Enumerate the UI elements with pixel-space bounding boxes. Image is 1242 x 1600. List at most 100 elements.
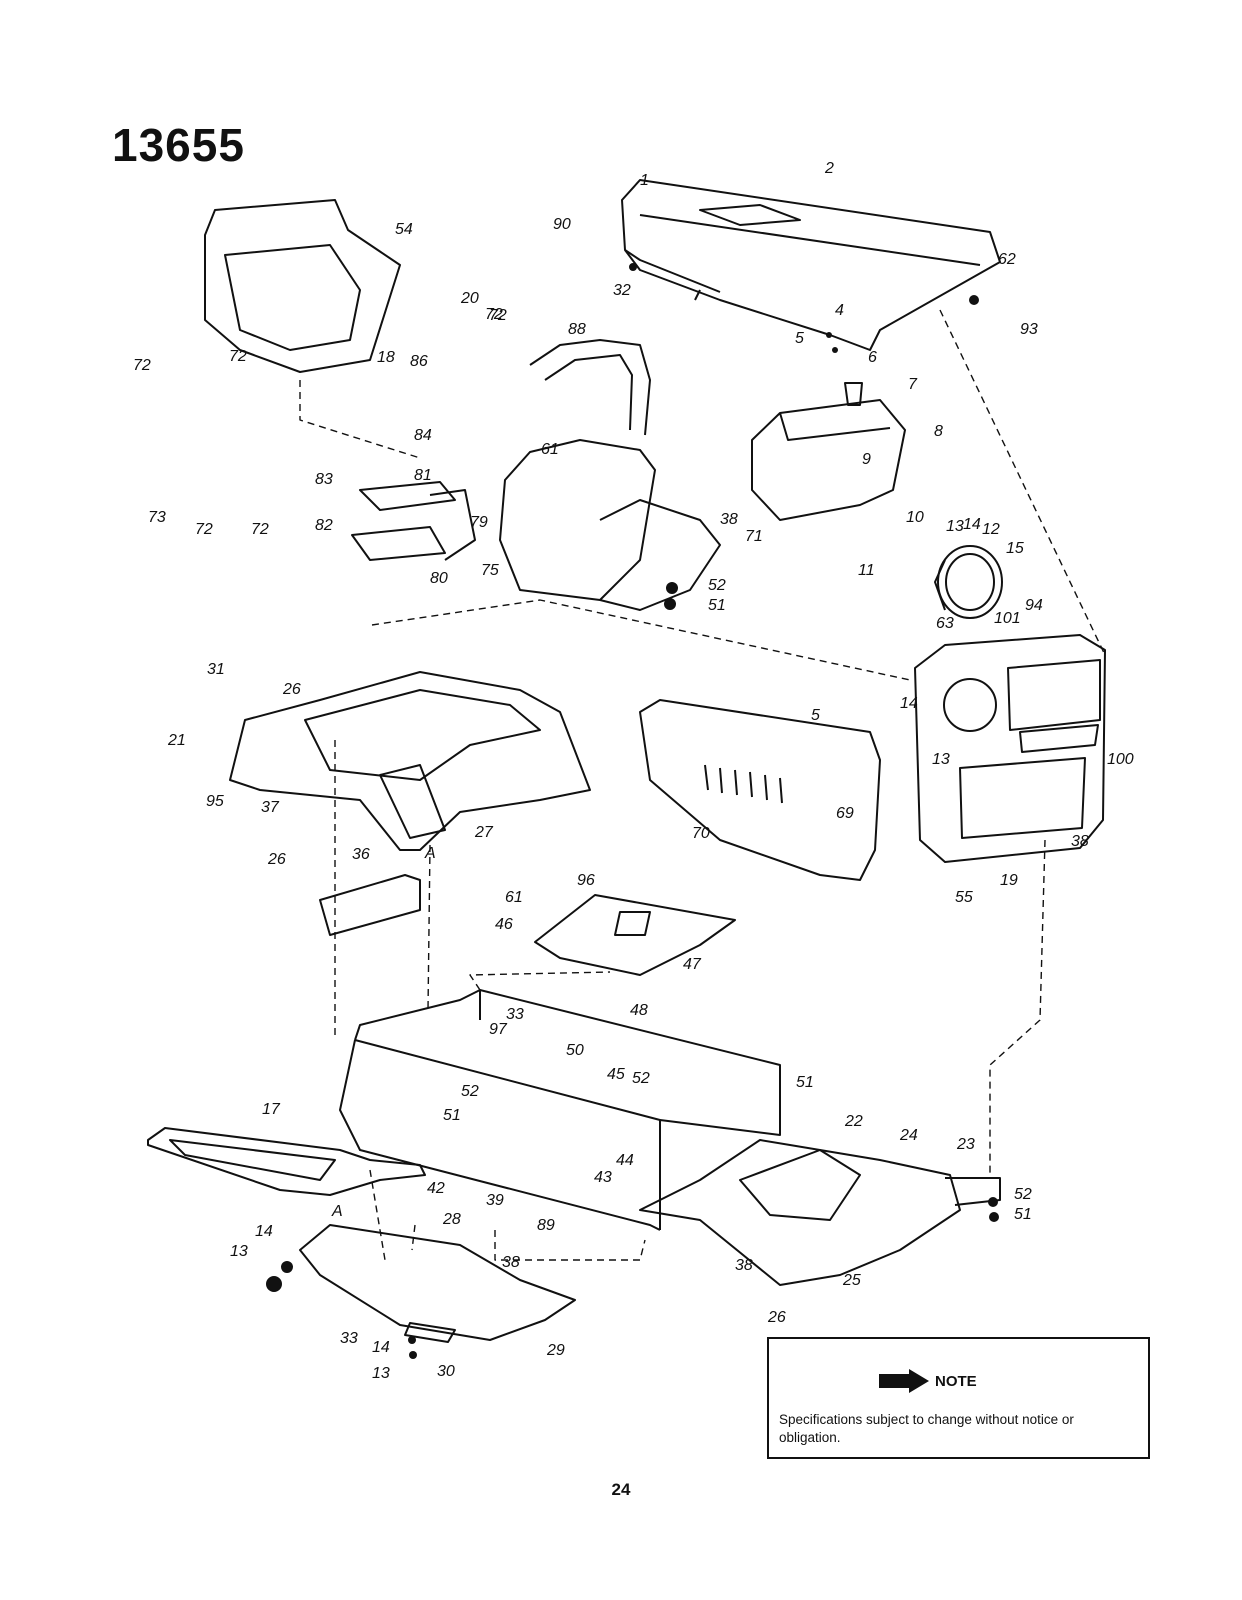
callout-label: 13 (932, 751, 950, 768)
callout-label: 72 (133, 357, 151, 374)
callout-label: 93 (1020, 321, 1038, 338)
callout-label: 51 (796, 1074, 814, 1091)
seat-bracket-part (351, 481, 476, 561)
callout-label: 51 (443, 1107, 461, 1124)
grille-housing-part (914, 634, 1106, 863)
callout-label: 6 (868, 349, 877, 366)
hood-part (621, 179, 1001, 351)
callout-label: 52 (461, 1083, 479, 1100)
callout-label: 63 (936, 615, 954, 632)
callout-label: 17 (262, 1101, 280, 1118)
callout-label: 26 (283, 681, 301, 698)
callout-label: 82 (315, 517, 333, 534)
callout-label: 81 (414, 467, 432, 484)
callout-label: 83 (315, 471, 333, 488)
callout-label: 89 (537, 1217, 555, 1234)
callout-label: 72 (485, 306, 503, 323)
callout-label: 51 (1014, 1206, 1032, 1223)
callout-label: 51 (708, 597, 726, 614)
callout-label: 1 (640, 172, 649, 189)
callout-label: 52 (1014, 1186, 1032, 1203)
callout-label: 39 (486, 1192, 504, 1209)
callout-label: 38 (1071, 833, 1089, 850)
hardware-fasteners (266, 263, 999, 1359)
callout-label: 10 (906, 509, 924, 526)
callout-label: 54 (395, 221, 413, 238)
callout-label: 13 (230, 1243, 248, 1260)
callout-label: 38 (735, 1257, 753, 1274)
floor-plate-part (299, 1224, 576, 1343)
callout-label: 26 (268, 851, 286, 868)
callout-label: 14 (963, 516, 981, 533)
callout-label: 72 (195, 521, 213, 538)
callout-label: A (332, 1203, 343, 1220)
model-number: 13655 (112, 119, 245, 171)
callout-label: 30 (437, 1363, 455, 1380)
callout-label: 42 (427, 1180, 445, 1197)
callout-label: 20 (461, 290, 479, 307)
callout-label: 12 (982, 521, 1000, 538)
arrow-right-icon (879, 1369, 929, 1393)
callout-label: 69 (836, 805, 854, 822)
callout-label: 75 (481, 562, 499, 579)
callout-label: 15 (1006, 540, 1024, 557)
headlight-part (934, 545, 1003, 619)
callout-label: 96 (577, 872, 595, 889)
callout-label: 36 (352, 846, 370, 863)
callout-label: 52 (708, 577, 726, 594)
support-bracket-part (319, 874, 421, 936)
callout-label: 14 (372, 1339, 390, 1356)
mount-plate-part (534, 894, 736, 976)
callout-label: 4 (835, 302, 844, 319)
callout-label: 26 (768, 1309, 786, 1326)
callout-label: 86 (410, 353, 428, 370)
callout-label: 43 (594, 1169, 612, 1186)
callout-label: 38 (502, 1254, 520, 1271)
callout-label: 72 (251, 521, 269, 538)
note-header: NOTE (879, 1369, 977, 1393)
callout-label: 100 (1107, 751, 1134, 768)
callout-label: 79 (470, 514, 488, 531)
seat-part (204, 199, 401, 373)
callout-label: 27 (475, 824, 493, 841)
callout-label: 94 (1025, 597, 1043, 614)
callout-label: 48 (630, 1002, 648, 1019)
callout-label: 61 (541, 441, 559, 458)
callout-label: 45 (607, 1066, 625, 1083)
callout-label: 73 (148, 509, 166, 526)
callout-label: 88 (568, 321, 586, 338)
footrest-part (147, 1127, 426, 1196)
callout-label: 21 (168, 732, 186, 749)
callout-label: 70 (692, 825, 710, 842)
callout-label: 95 (206, 793, 224, 810)
callout-label: 38 (720, 511, 738, 528)
callout-label: 14 (255, 1223, 273, 1240)
note-title: NOTE (935, 1372, 977, 1390)
dash-console-part (499, 339, 721, 611)
callout-label: 72 (229, 348, 247, 365)
callout-label: 37 (261, 799, 279, 816)
callout-label: 9 (862, 451, 871, 468)
callout-label: 11 (858, 562, 875, 579)
callout-label: 14 (900, 695, 918, 712)
page-number: 24 (611, 1480, 631, 1499)
leader-lines (299, 309, 1106, 1261)
callout-label: 52 (632, 1070, 650, 1087)
callout-label: 90 (553, 216, 571, 233)
callout-label: 2 (825, 160, 834, 177)
callout-label: 46 (495, 916, 513, 933)
callout-label: 50 (566, 1042, 584, 1059)
callout-label: 24 (900, 1127, 918, 1144)
callout-label: 33 (340, 1330, 358, 1347)
callout-label: 33 (506, 1006, 524, 1023)
callout-label: 72 (489, 307, 507, 324)
callout-label: 25 (843, 1272, 861, 1289)
main-frame-part (339, 989, 1001, 1286)
callout-label: 80 (430, 570, 448, 587)
callout-label: A (425, 845, 436, 862)
note-text: Specifications subject to change without… (779, 1412, 1074, 1445)
callout-label: 62 (998, 251, 1016, 268)
callout-label: 61 (505, 889, 523, 906)
callout-label: 22 (845, 1113, 863, 1130)
